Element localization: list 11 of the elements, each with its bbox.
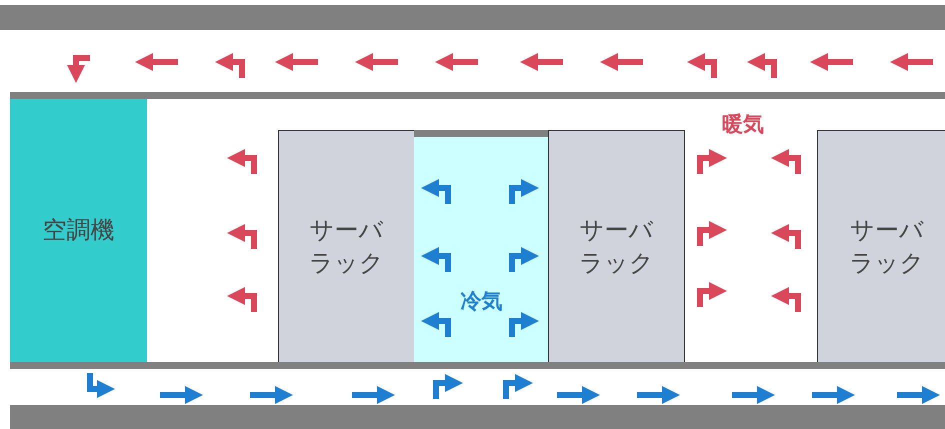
server-rack-box [548, 130, 685, 363]
warm-air-label: 暖気 [722, 111, 764, 138]
server-rack-box [817, 130, 945, 363]
box-label: サーバラック [578, 215, 655, 278]
box-label: サーバラック [848, 215, 926, 278]
box-label: 空調機 [42, 215, 114, 246]
area-label: 冷気 [460, 288, 502, 315]
box-label: サーバラック [308, 215, 385, 278]
air-conditioner-box [10, 99, 147, 362]
server-rack-box [278, 130, 415, 363]
cold-aisle-area [414, 130, 549, 362]
